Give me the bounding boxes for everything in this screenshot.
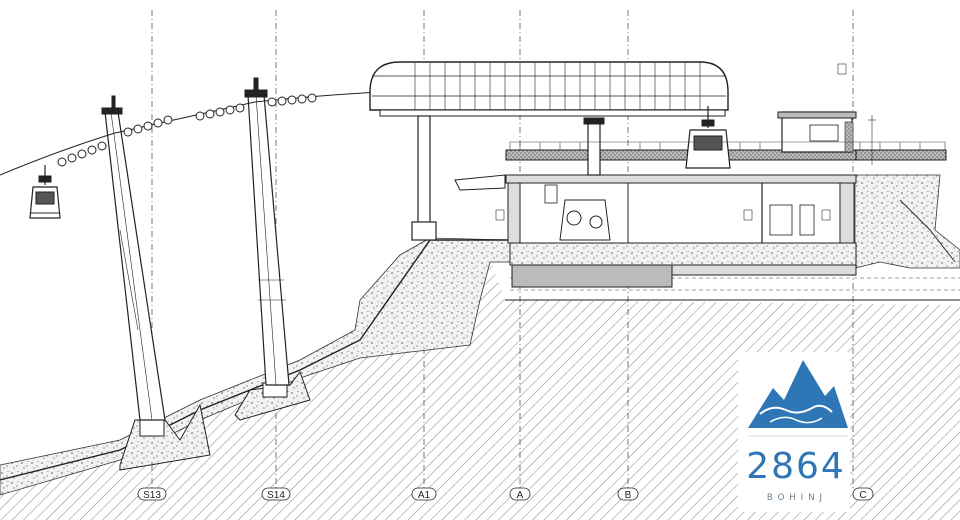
pylon-s13 [101,95,166,421]
axis-marker-s14: S14 [261,487,291,501]
axis-marker-b: B [617,487,639,501]
roof-column [411,115,437,241]
axis-marker-a: A [509,487,531,501]
axis-marker-a1: A1 [411,487,437,501]
pylon-s14 [244,77,290,386]
brand-number: 2864 [746,446,846,487]
axis-label-s13: S13 [143,490,161,501]
cable-rope [0,89,421,176]
axis-marker-s13: S13 [137,487,167,501]
railings [509,141,946,150]
axis-labels: S13 S14 A1 A B C [137,487,874,501]
station-roof [369,61,729,117]
terrain [0,174,960,520]
axis-label-s14: S14 [267,490,285,501]
entry-canopy [454,174,506,191]
axis-label-a: A [517,490,524,501]
sheave-trains [57,93,317,167]
brand-logo: 2864 BOHINJ [738,352,850,512]
pylon-foundations [119,370,311,471]
axis-label-c: C [859,490,866,501]
dimension-marks [495,63,876,221]
axis-marker-c: C [852,487,874,501]
gondola-cabin [29,165,61,219]
brand-name: BOHINJ [767,493,827,503]
drive-machinery [544,117,611,241]
mountain-icon [748,360,848,428]
station-gondola [685,106,731,169]
axis-label-a1: A1 [418,490,431,501]
axis-label-b: B [625,490,632,501]
